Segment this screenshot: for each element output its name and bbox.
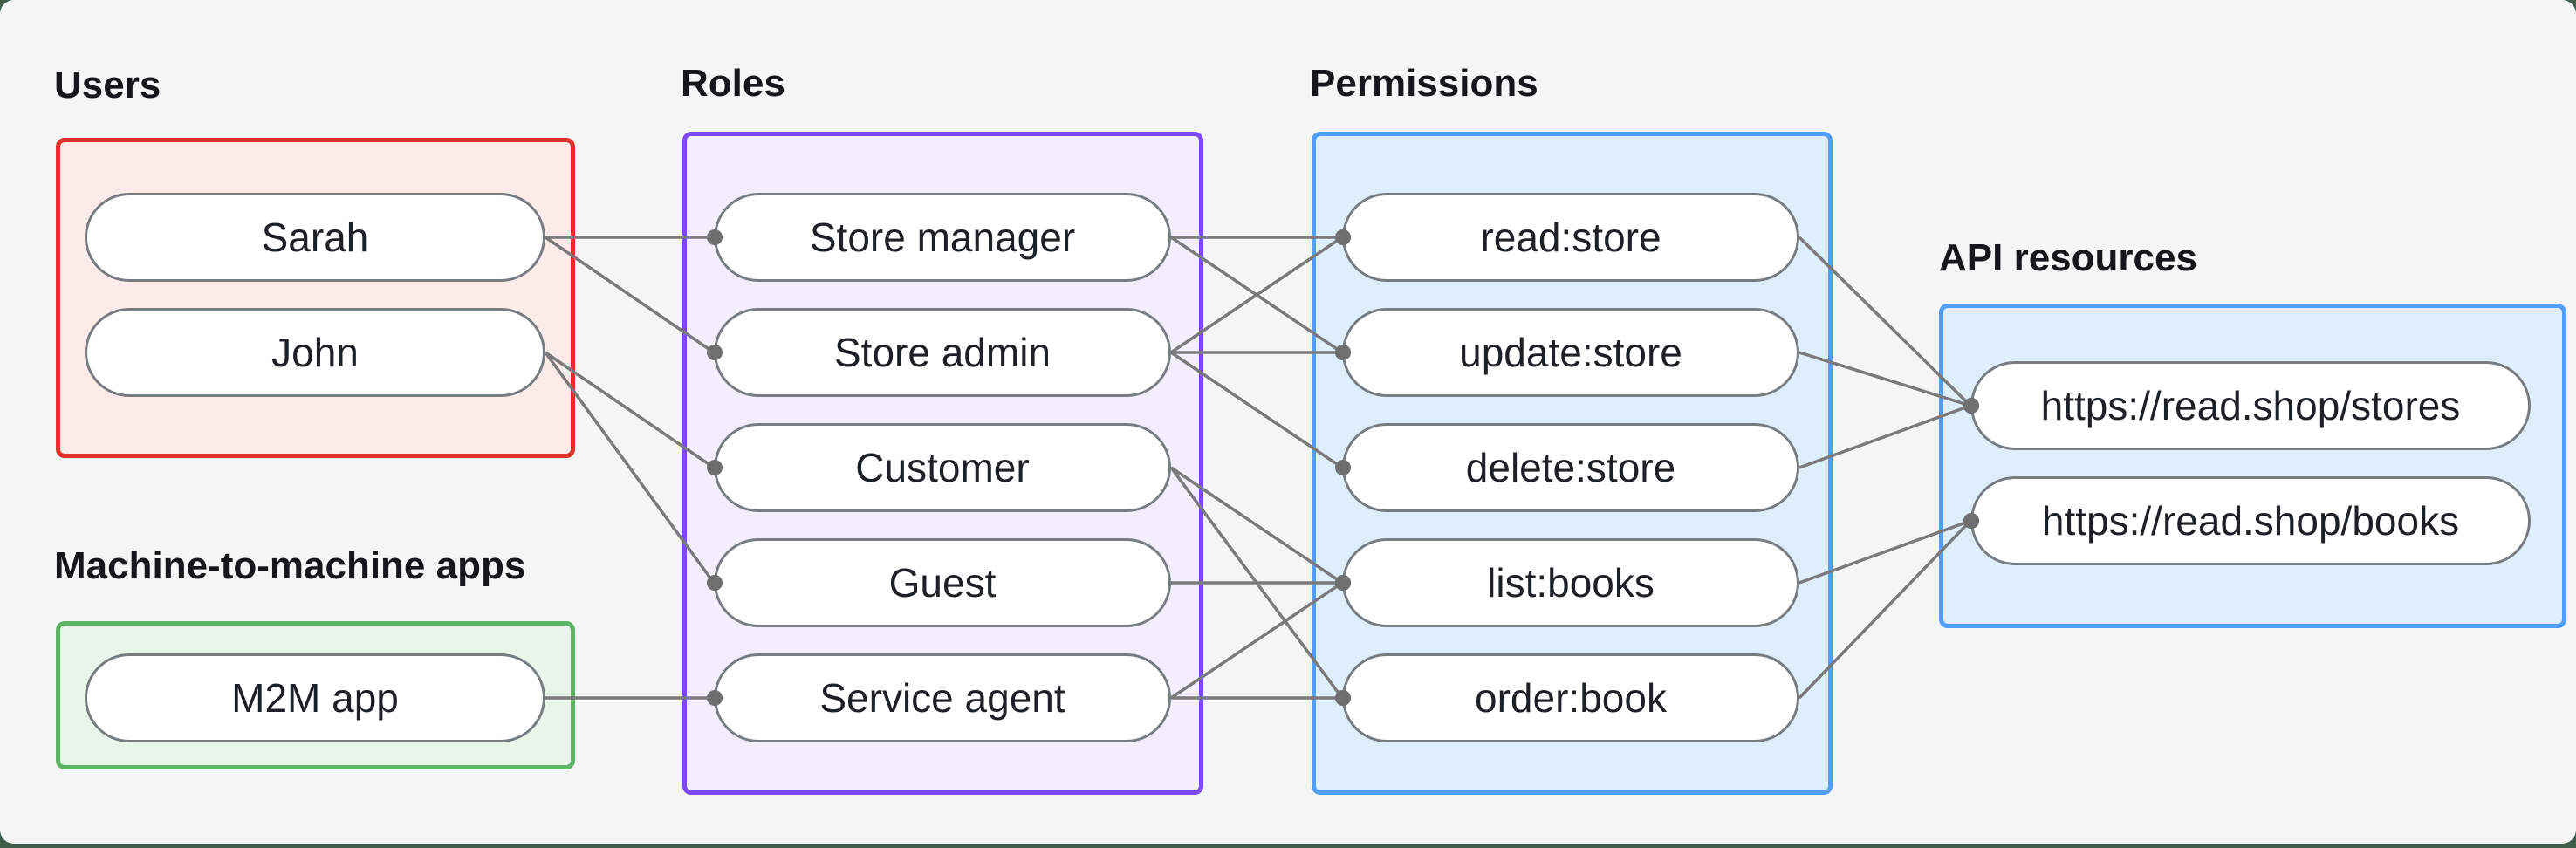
- node-label: Store manager: [809, 215, 1076, 260]
- role-node-guest: Guest: [714, 538, 1171, 627]
- user-node-sarah: Sarah: [85, 193, 545, 282]
- users-group-label: Users: [54, 64, 161, 106]
- roles-group-label: Roles: [681, 62, 785, 105]
- permission-node-order-book: order:book: [1342, 653, 1799, 742]
- api-resources-group-box: [1939, 304, 2566, 628]
- permission-node-read-store: read:store: [1342, 193, 1799, 282]
- users-group-box: [56, 138, 575, 458]
- m2m-apps-group-label: Machine-to-machine apps: [54, 544, 526, 587]
- node-label: https://read.shop/books: [2041, 498, 2460, 544]
- permission-node-update-store: update:store: [1342, 308, 1799, 397]
- node-label: update:store: [1459, 330, 1682, 375]
- node-label: Customer: [855, 445, 1030, 490]
- node-label: M2M app: [231, 675, 399, 721]
- role-node-store-manager: Store manager: [714, 193, 1171, 282]
- node-label: read:store: [1480, 215, 1661, 260]
- node-label: John: [271, 330, 359, 375]
- node-label: delete:store: [1465, 445, 1676, 490]
- role-node-customer: Customer: [714, 423, 1171, 512]
- m2m-app-node: M2M app: [85, 653, 545, 742]
- role-node-store-admin: Store admin: [714, 308, 1171, 397]
- api-node-stores: https://read.shop/stores: [1970, 361, 2531, 450]
- user-node-john: John: [85, 308, 545, 397]
- node-label: https://read.shop/stores: [2040, 383, 2461, 428]
- node-label: Sarah: [261, 215, 369, 260]
- permission-node-list-books: list:books: [1342, 538, 1799, 627]
- node-label: list:books: [1487, 560, 1655, 605]
- node-label: Store admin: [833, 330, 1051, 375]
- node-label: Service agent: [819, 675, 1065, 721]
- role-node-service-agent: Service agent: [714, 653, 1171, 742]
- node-label: Guest: [888, 560, 997, 605]
- permissions-group-label: Permissions: [1310, 62, 1538, 105]
- api-resources-group-label: API resources: [1939, 236, 2197, 279]
- node-label: order:book: [1475, 675, 1667, 721]
